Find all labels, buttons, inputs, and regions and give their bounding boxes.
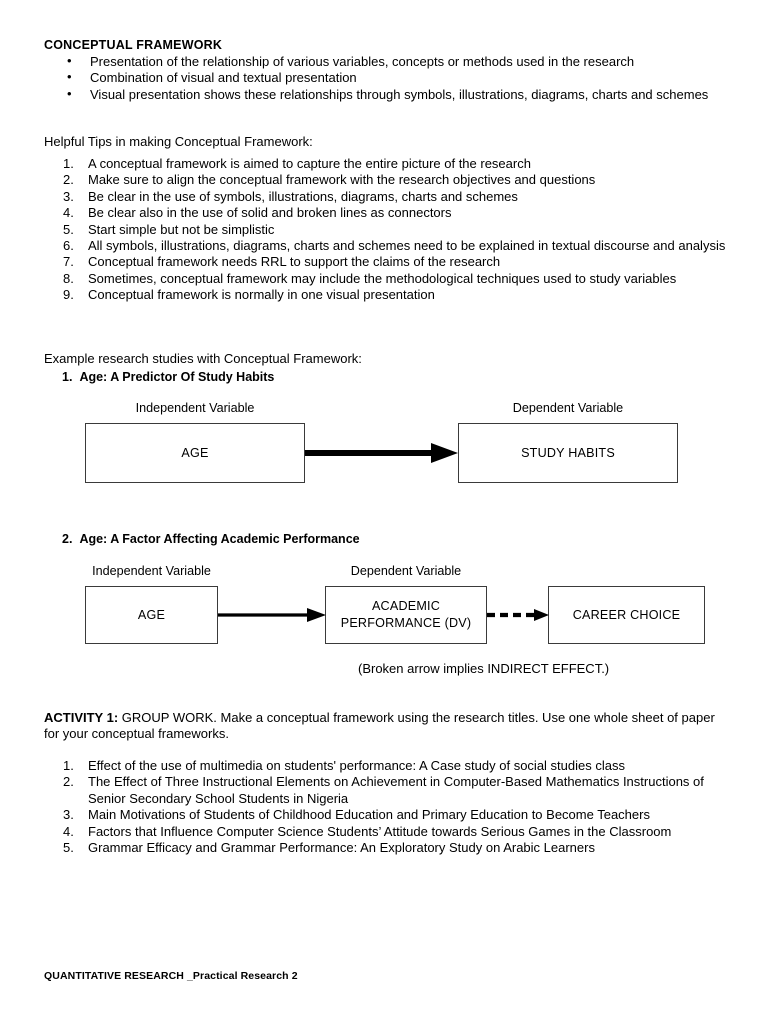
- list-number: 2.: [63, 774, 74, 790]
- list-item: 3. Main Motivations of Students of Childh…: [63, 807, 723, 823]
- example-2-dependent-box-line1: ACADEMIC: [371, 599, 441, 613]
- list-number: 5.: [63, 840, 74, 856]
- example-1-independent-label: Independent Variable: [135, 401, 255, 415]
- list-item: 6. All symbols, illustrations, diagrams, …: [63, 238, 728, 254]
- list-item: • Presentation of the relationship of va…: [60, 53, 728, 70]
- list-item: • Combination of visual and textual pres…: [60, 69, 728, 86]
- bullet-icon: •: [67, 69, 72, 85]
- example-1-title: Age: A Predictor Of Study Habits: [79, 370, 275, 384]
- list-number: 8.: [63, 270, 74, 286]
- list-item: • Visual presentation shows these relati…: [60, 85, 728, 103]
- example-1-dependent-box-text: STUDY HABITS: [521, 445, 615, 460]
- example-2-outcome-box: CAREER CHOICE: [548, 586, 705, 644]
- list-number: 1.: [63, 156, 74, 171]
- example-2-independent-box: AGE: [85, 586, 218, 644]
- list-number: 1.: [63, 758, 74, 773]
- list-item: 9. Conceptual framework is normally in on…: [63, 287, 728, 303]
- bullet-icon: •: [67, 53, 72, 68]
- list-text: Start simple but not be simplistic: [88, 221, 275, 237]
- list-text: Factors that Influence Computer Science …: [88, 823, 672, 839]
- list-text: A conceptual framework is aimed to captu…: [88, 156, 531, 171]
- list-text: Be clear also in the use of solid and br…: [88, 205, 452, 221]
- list-number: 9.: [63, 287, 74, 303]
- list-number: 3.: [63, 807, 74, 823]
- example-2-dependent-label: Dependent Variable: [350, 564, 462, 578]
- list-number: 4.: [63, 205, 74, 221]
- list-item: 8. Sometimes, conceptual framework may in…: [63, 271, 728, 287]
- list-item: 5. Start simple but not be simplistic: [63, 222, 728, 238]
- list-text: Grammar Efficacy and Grammar Performance…: [88, 840, 595, 856]
- example-1-solid-arrow-icon: [305, 443, 458, 463]
- list-item: 3. Be clear in the use of symbols, illust…: [63, 189, 728, 205]
- list-text: The Effect of Three Instructional Elemen…: [88, 774, 704, 806]
- list-text: All symbols, illustrations, diagrams, ch…: [88, 238, 726, 254]
- examples-intro-text: Example research studies with Conceptual…: [44, 351, 362, 366]
- activity-label: ACTIVITY 1:: [44, 710, 119, 725]
- example-1-independent-box: AGE: [85, 423, 305, 483]
- list-number: 5.: [63, 221, 74, 237]
- list-item: 4. Factors that Influence Computer Scienc…: [63, 824, 723, 840]
- bullet-text: Combination of visual and textual presen…: [90, 70, 357, 86]
- example-2-independent-label: Independent Variable: [92, 564, 211, 578]
- page-title: CONCEPTUAL FRAMEWORK: [44, 38, 223, 52]
- list-item: 1. Effect of the use of multimedia on stu…: [63, 758, 723, 774]
- example-2-title: Age: A Factor Affecting Academic Perform…: [79, 532, 360, 546]
- example-2-number: 2.: [62, 532, 73, 546]
- list-item: 5. Grammar Efficacy and Grammar Performan…: [63, 840, 723, 856]
- activity-instructions: GROUP WORK. Make a conceptual framework …: [44, 710, 715, 742]
- example-1-dependent-label: Dependent Variable: [512, 401, 624, 415]
- list-number: 2.: [63, 172, 74, 188]
- list-text: Main Motivations of Students of Childhoo…: [88, 807, 650, 823]
- list-text: Sometimes, conceptual framework may incl…: [88, 270, 677, 286]
- tips-intro-text: Helpful Tips in making Conceptual Framew…: [44, 134, 313, 149]
- example-1-independent-box-text: AGE: [181, 445, 209, 460]
- example-2-outcome-box-text: CAREER CHOICE: [572, 607, 681, 622]
- bullet-text: Presentation of the relationship of vari…: [90, 54, 635, 69]
- list-number: 7.: [63, 254, 74, 270]
- example-2-caption: (Broken arrow implies INDIRECT EFFECT.): [358, 661, 610, 676]
- example-2-heading: 2. Age: A Factor Affecting Academic Perfo…: [62, 532, 360, 546]
- example-2-dependent-box: ACADEMIC PERFORMANCE (DV): [325, 586, 487, 644]
- list-text: Conceptual framework needs RRL to suppor…: [88, 254, 501, 270]
- list-item: 2. The Effect of Three Instructional Elem…: [63, 774, 723, 807]
- list-item: 4. Be clear also in the use of solid and …: [63, 205, 728, 221]
- example-1-number: 1.: [62, 370, 73, 384]
- list-item: 1. A conceptual framework is aimed to cap…: [63, 156, 728, 172]
- list-text: Effect of the use of multimedia on stude…: [88, 758, 625, 773]
- bullet-icon: •: [67, 85, 72, 101]
- activity-block: ACTIVITY 1: GROUP WORK. Make a conceptua…: [44, 710, 724, 743]
- activity-research-titles-list: 1. Effect of the use of multimedia on stu…: [63, 758, 723, 856]
- example-2-independent-box-text: AGE: [137, 607, 166, 622]
- list-number: 6.: [63, 238, 74, 254]
- page-footer: QUANTITATIVE RESEARCH _Practical Researc…: [44, 970, 298, 982]
- tips-numbered-list: 1. A conceptual framework is aimed to cap…: [63, 156, 728, 304]
- example-2-dependent-box-line2: PERFORMANCE (DV): [340, 616, 472, 630]
- list-text: Be clear in the use of symbols, illustra…: [88, 188, 518, 204]
- bullet-text: Visual presentation shows these relation…: [90, 86, 709, 102]
- example-2-dashed-arrow-icon: [487, 609, 549, 621]
- definition-bullet-list: • Presentation of the relationship of va…: [60, 53, 728, 103]
- list-text: Make sure to align the conceptual framew…: [88, 172, 596, 188]
- example-1-heading: 1. Age: A Predictor Of Study Habits: [62, 370, 274, 384]
- list-item: 7. Conceptual framework needs RRL to supp…: [63, 254, 728, 270]
- list-number: 4.: [63, 823, 74, 839]
- list-text: Conceptual framework is normally in one …: [88, 287, 435, 303]
- list-item: 2. Make sure to align the conceptual fram…: [63, 172, 728, 188]
- example-1-dependent-box: STUDY HABITS: [458, 423, 678, 483]
- list-number: 3.: [63, 188, 74, 204]
- example-2-solid-arrow-icon: [218, 608, 326, 622]
